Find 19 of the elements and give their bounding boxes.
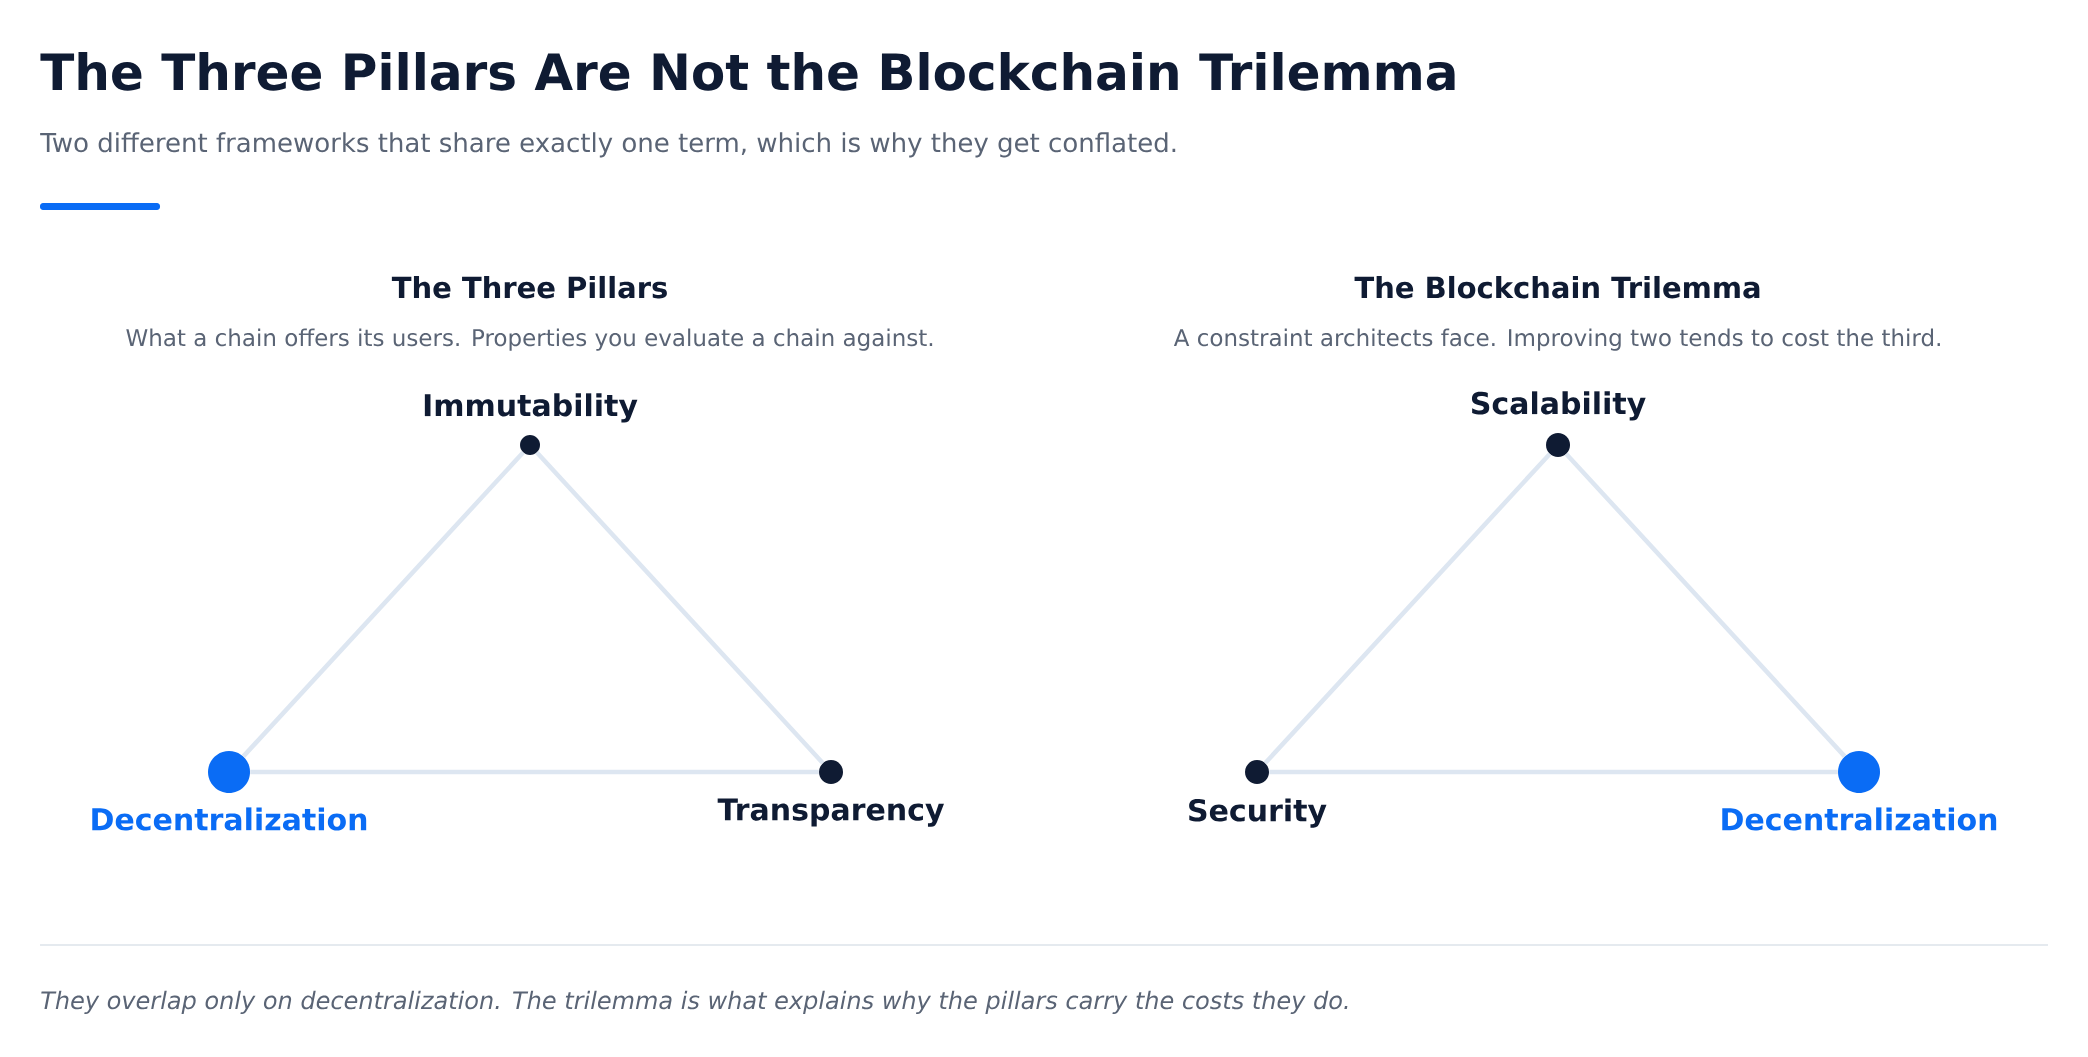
caption: They overlap only on decentralization. The trilemma is what explains why the pillars carry the costs they do. xyxy=(41,990,1348,1014)
panel-description: What a chain offers its users. Properties you evaluate a chain against. xyxy=(126,328,933,351)
triangle-side xyxy=(535,450,825,765)
triangle-side xyxy=(1263,452,1552,765)
subtitle: Two different frameworks that share exactly one term, which is why they get conflated. xyxy=(40,132,1176,158)
triangle-side xyxy=(1269,769,1838,775)
node-label: Scalability xyxy=(1471,391,1646,421)
node-label: Decentralization xyxy=(1722,807,1997,831)
triangle-side xyxy=(1564,452,1847,758)
triangle-side xyxy=(250,769,819,775)
node-label: Transparency xyxy=(717,798,944,827)
panel-heading: The Blockchain Trilemma xyxy=(1354,275,1760,299)
triangle-side xyxy=(241,450,525,758)
node-label: Immutability xyxy=(424,393,638,423)
panel-description: A constraint architects face. Improving two tends to cost the third. xyxy=(1173,328,1940,351)
node-label: Security xyxy=(1189,798,1327,828)
panel-heading: The Three Pillars xyxy=(391,275,667,299)
title: The Three Pillars Are Not the Blockchain Trilemma xyxy=(40,52,1455,91)
node-label: Decentralization xyxy=(92,807,367,831)
